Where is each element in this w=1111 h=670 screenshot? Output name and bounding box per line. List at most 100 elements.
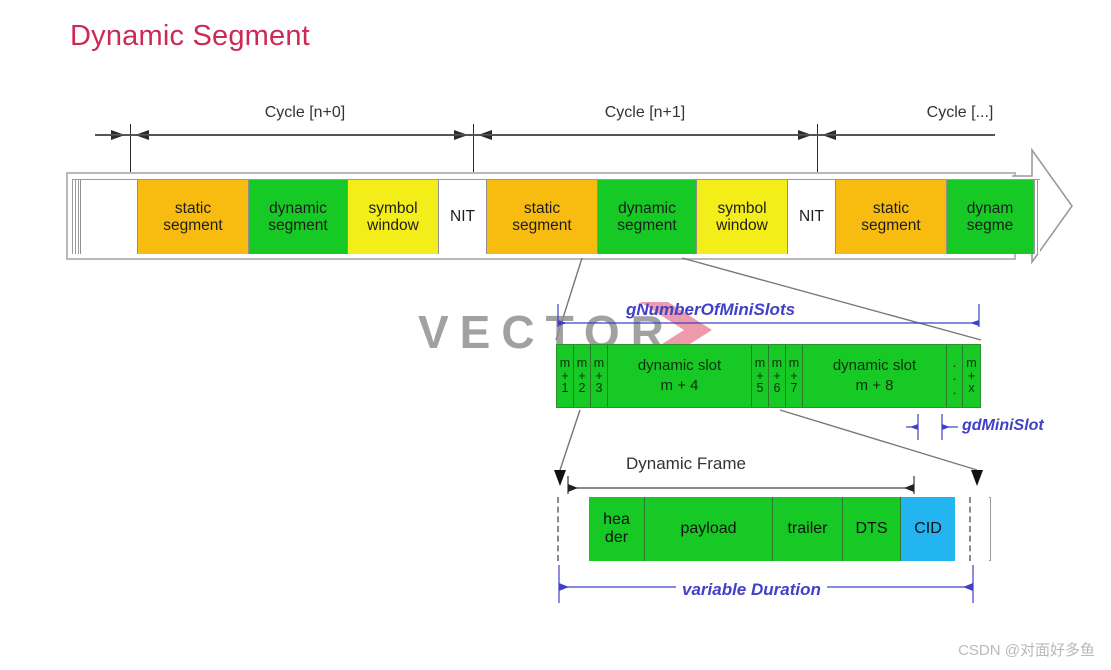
segment-line: symbol [368, 199, 418, 217]
segment-line: window [716, 217, 768, 234]
segment-line: static [872, 199, 910, 217]
cycle-label-1: Cycle [n+1] [604, 104, 686, 121]
frame-cell-line: DTS [855, 520, 888, 538]
bar-break-mark [72, 180, 75, 254]
page-title: Dynamic Segment [70, 20, 310, 52]
dynamic-frame-cell: DTS [843, 497, 901, 561]
segment-line: NIT [799, 208, 824, 226]
dynamic-frame-cell: payload [645, 497, 773, 561]
frame-cell-line: CID [914, 520, 942, 538]
cycle-tick [473, 124, 474, 182]
segment-line: window [367, 217, 419, 234]
segment-line: dynam [966, 199, 1014, 217]
minislot-line: 7 [790, 381, 798, 396]
minislot-line: + [561, 368, 569, 383]
minislot-line: x [968, 381, 975, 396]
segment-line: static [174, 199, 212, 217]
minislot-cell: m+6 [769, 345, 786, 407]
gdminislot-measure-arrow [906, 414, 958, 440]
dynamic-frame-cell [969, 497, 989, 561]
dynamic-frame-cell: trailer [773, 497, 843, 561]
minislot-line: m [754, 355, 766, 370]
minislot-line: m + 8 [855, 377, 894, 394]
dynamic-frame-cell [955, 497, 969, 561]
minislot-line: 3 [595, 381, 603, 396]
minislot-line: 5 [756, 381, 764, 396]
bar-break-mark [75, 180, 78, 254]
frame-cell-line: trailer [787, 520, 828, 538]
minislot-line: m [576, 355, 588, 370]
frame-cell-line: der [604, 529, 629, 546]
minislot-cell: m+7 [786, 345, 803, 407]
csdn-watermark: CSDN @对面好多鱼 [958, 642, 1095, 659]
segment-line: dynamic [618, 199, 676, 217]
minislot-line: + [595, 368, 603, 383]
cycle-tick [130, 124, 131, 182]
minislot-line: + [756, 368, 764, 383]
minislot-line: m [788, 355, 800, 370]
segment-line: segment [268, 217, 328, 234]
minislot-line: m [771, 355, 783, 370]
minislot-line: + [773, 368, 781, 383]
minislot-line: 6 [773, 381, 781, 396]
dynamic-frame-cell [541, 497, 557, 561]
minislot-line: . [952, 368, 957, 384]
minislot-line: . [952, 381, 957, 397]
gnumberofminislots-measure-arrow [557, 304, 980, 327]
segment-line: static [523, 199, 561, 217]
segment-line: dynamic [269, 199, 327, 217]
minislot-line: + [790, 368, 798, 383]
cycle-segment-blank [80, 180, 138, 254]
gnumberofminislots-label: gNumberOfMiniSlots [626, 300, 796, 319]
segment-line: symbol [717, 199, 767, 217]
dynamic-frame-cell: CID [901, 497, 955, 561]
minislot-cell: m+1 [557, 345, 574, 407]
segment-line: segme [966, 217, 1014, 234]
frame-cell-line: payload [680, 520, 737, 538]
segment-line: NIT [450, 208, 475, 226]
minislot-cell: m+2 [574, 345, 591, 407]
segment-line: segment [617, 217, 677, 234]
minislot-cell: m+3 [591, 345, 608, 407]
variable-duration-label: variable Duration [676, 580, 827, 600]
bar-break-mark [1037, 180, 1040, 254]
minislot-cell: ... [947, 345, 963, 407]
cycle-tick [817, 124, 818, 182]
dynamic-frame-title: Dynamic Frame [626, 454, 746, 473]
minislot-line: m [559, 355, 571, 370]
frame-cell-line: hea [603, 511, 630, 529]
minislot-line: m + 4 [660, 377, 699, 394]
minislot-line: . [952, 355, 957, 371]
minislot-line: + [967, 368, 976, 383]
gdminislot-label: gdMiniSlot [962, 417, 1044, 434]
minislot-line: m [593, 355, 605, 370]
cycle-label-0: Cycle [n+0] [264, 104, 346, 121]
dynamic-frame-measure-arrow [567, 476, 915, 494]
minislot-line: 1 [561, 381, 569, 396]
cycle-arrow-marks [95, 130, 995, 140]
bar-break-mark [78, 180, 81, 254]
minislot-cell: m+x [963, 345, 980, 407]
bar-break-mark [1034, 180, 1037, 254]
segment-line: segment [512, 217, 572, 234]
cycle-ruler: Cycle [n+0] Cycle [n+1] Cycle [...] [95, 104, 995, 182]
segment-line: segment [861, 217, 921, 234]
minislot-line: + [578, 368, 586, 383]
minislot-line: 2 [578, 381, 586, 396]
dynamic-frame-cell [557, 497, 589, 561]
cycle-segment-nit: NIT [438, 180, 487, 254]
